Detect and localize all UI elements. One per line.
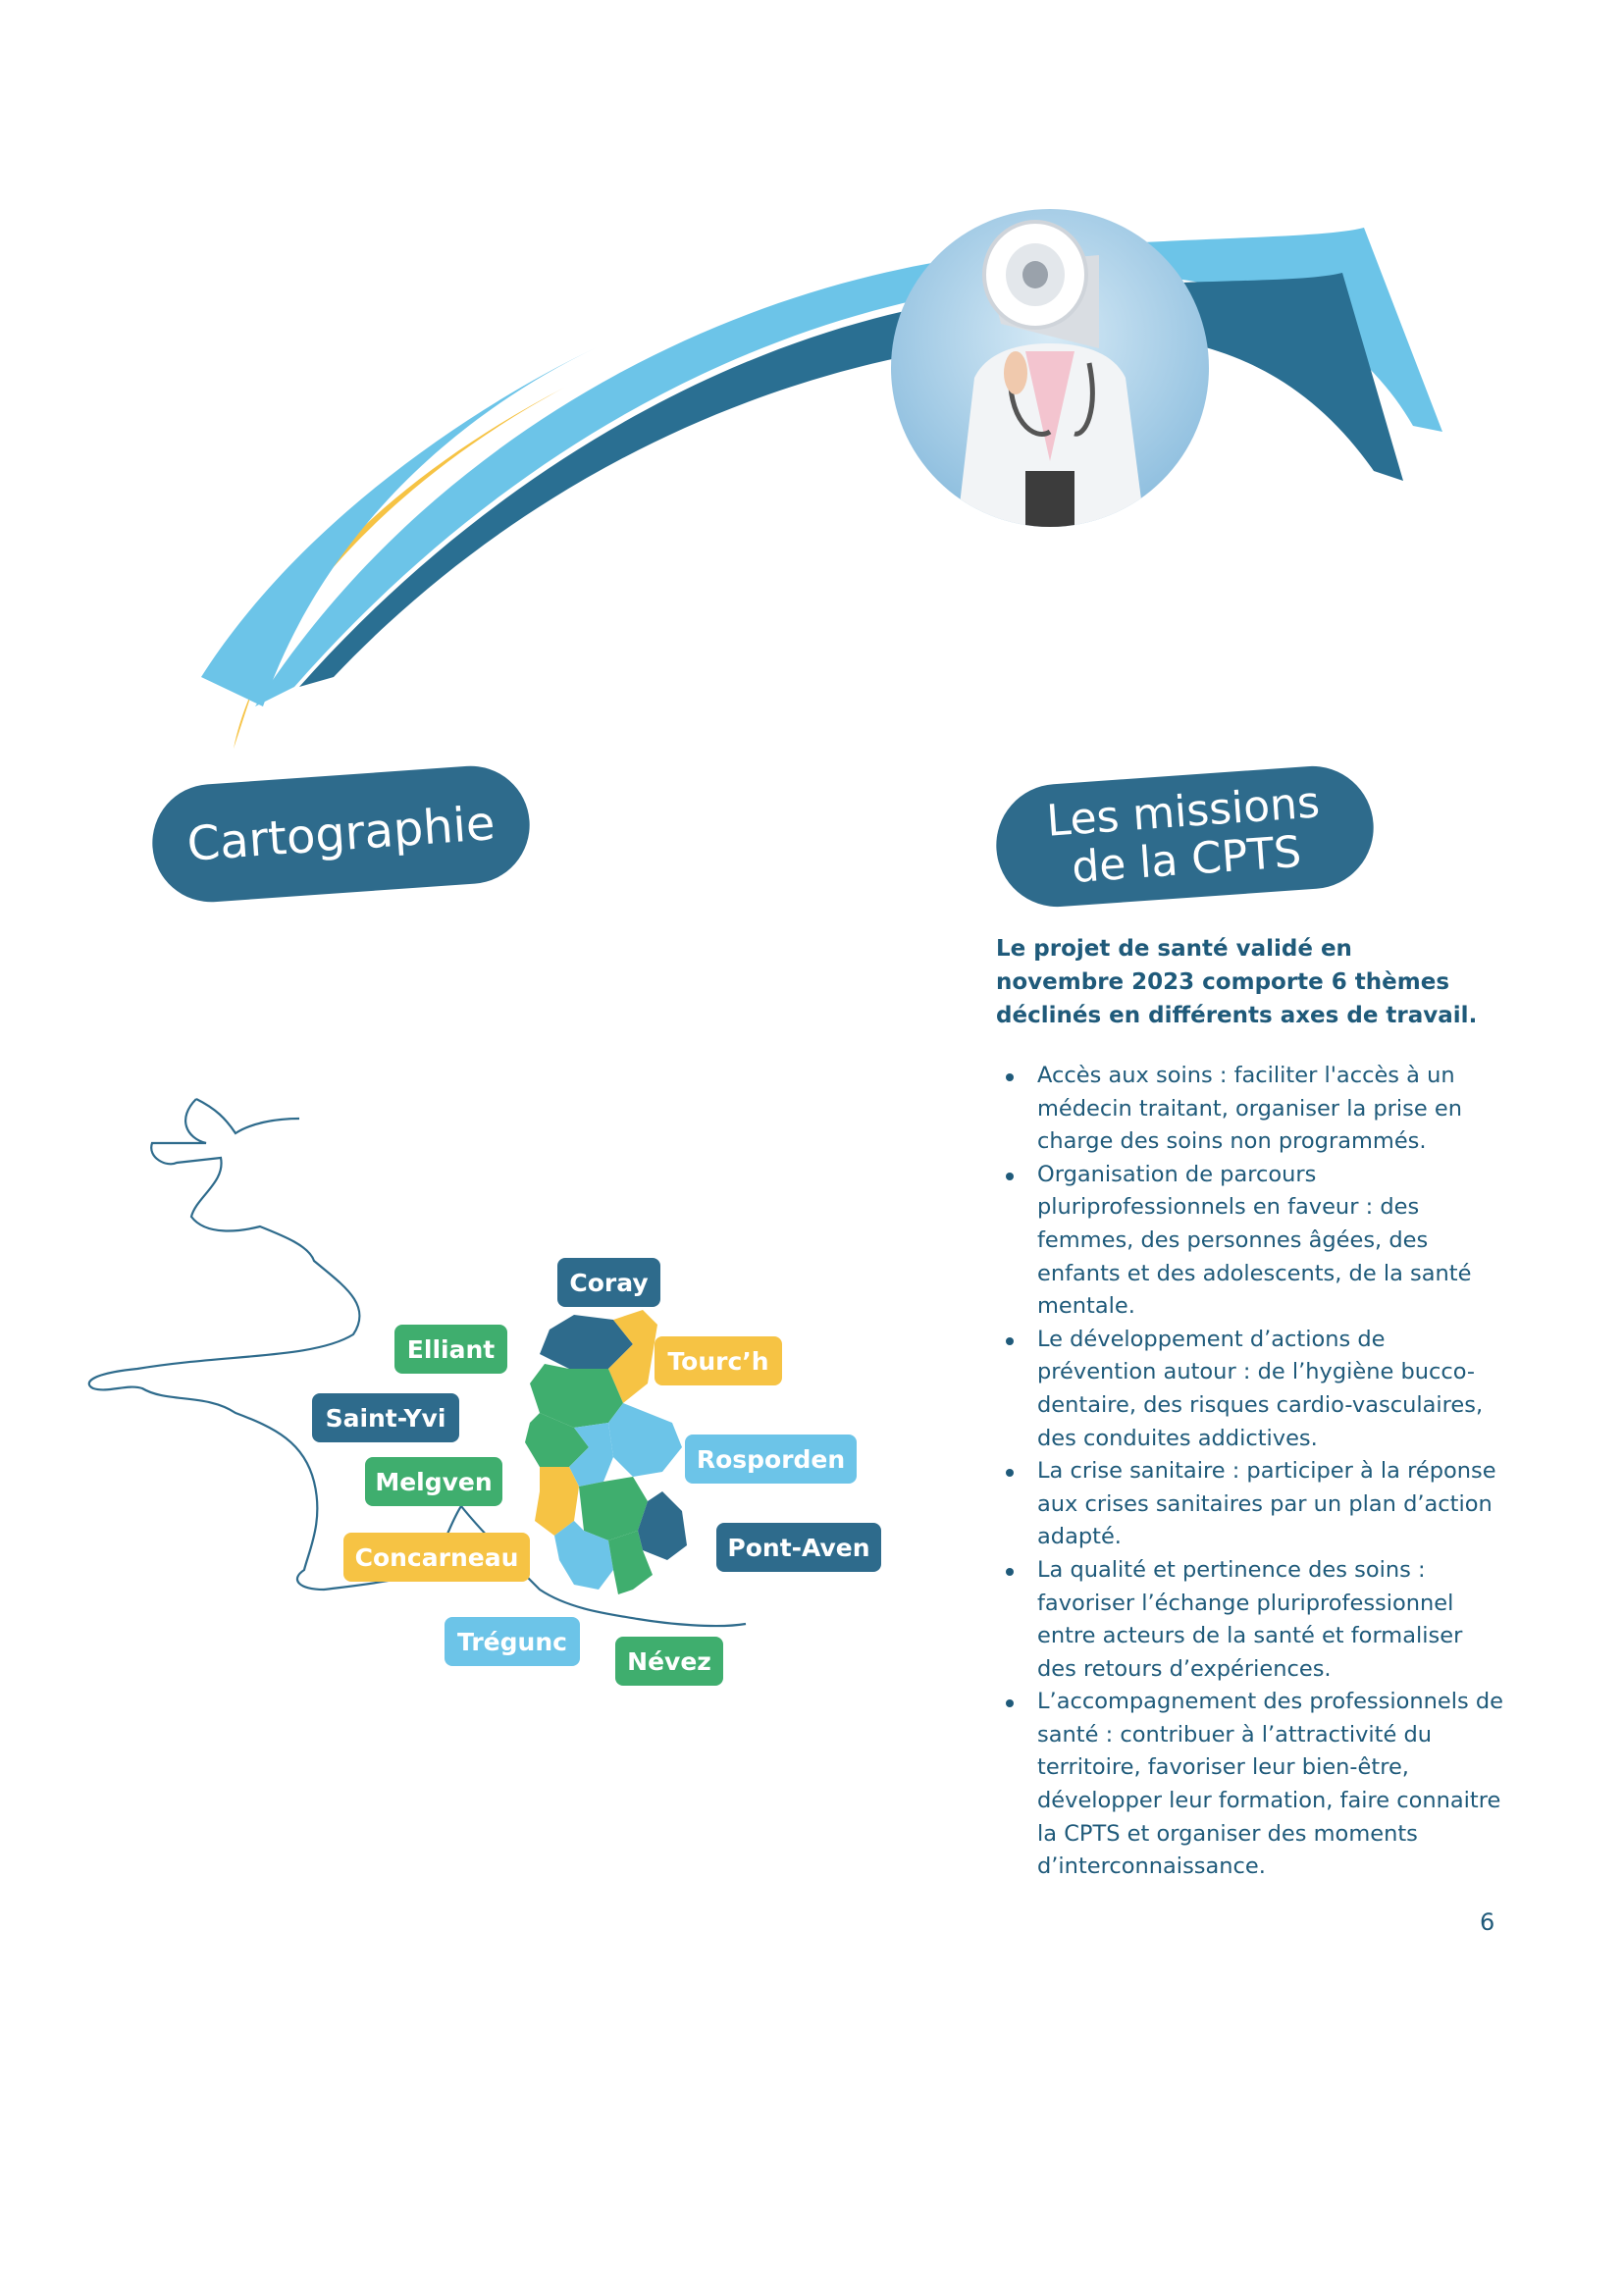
page-number: 6 <box>1480 1908 1495 1936</box>
communes-shapes <box>525 1310 687 1594</box>
list-item-text: La qualité et pertinence des soins : fav… <box>1037 1556 1463 1682</box>
missions-intro: Le projet de santé validé en novembre 20… <box>996 936 1478 1028</box>
list-item: L’accompagnement des professionnels de s… <box>996 1686 1506 1884</box>
map-label-coray: Coray <box>557 1258 660 1307</box>
map-label-nevez: Névez <box>615 1637 723 1686</box>
map-label-tourch: Tourc’h <box>655 1336 782 1385</box>
bullet-icon <box>1006 1172 1014 1180</box>
doctor-megaphone-image <box>891 209 1209 527</box>
list-item: La qualité et pertinence des soins : fav… <box>996 1554 1506 1686</box>
bullet-icon <box>1006 1336 1014 1345</box>
list-item: La crise sanitaire : participer à la rép… <box>996 1455 1506 1554</box>
missions-title: Les missions de la CPTS <box>992 761 1378 912</box>
list-item-text: Accès aux soins : faciliter l'accès à un… <box>1037 1063 1462 1155</box>
cartography-title-text: Cartographie <box>184 796 498 872</box>
decorative-swoosh <box>201 228 1442 749</box>
coastline-outline <box>87 1098 747 1628</box>
list-item: Organisation de parcours pluriprofession… <box>996 1159 1506 1324</box>
map-label-rosporden: Rosporden <box>685 1435 857 1484</box>
territory-map <box>87 1098 747 1628</box>
map-label-tregunc: Trégunc <box>445 1617 580 1666</box>
map-label-melgven: Melgven <box>365 1457 502 1506</box>
bullet-icon <box>1006 1567 1014 1576</box>
list-item: Accès aux soins : faciliter l'accès à un… <box>996 1060 1506 1159</box>
missions-list: Accès aux soins : faciliter l'accès à un… <box>996 1060 1506 1884</box>
cartography-title: Cartographie <box>148 761 534 907</box>
map-label-pont-aven: Pont-Aven <box>716 1523 881 1572</box>
bullet-icon <box>1006 1073 1014 1081</box>
list-item-text: Organisation de parcours pluriprofession… <box>1037 1161 1472 1320</box>
map-label-elliant: Elliant <box>394 1325 507 1374</box>
list-item: Le développement d’actions de prévention… <box>996 1324 1506 1455</box>
list-item-text: L’accompagnement des professionnels de s… <box>1037 1689 1503 1880</box>
map-label-saint-yvi: Saint-Yvi <box>312 1393 459 1442</box>
bullet-icon <box>1006 1699 1014 1708</box>
list-item-text: La crise sanitaire : participer à la rép… <box>1037 1458 1496 1550</box>
list-item-text: Le développement d’actions de prévention… <box>1037 1326 1484 1451</box>
map-label-concarneau: Concarneau <box>343 1533 530 1582</box>
bullet-icon <box>1006 1469 1014 1478</box>
